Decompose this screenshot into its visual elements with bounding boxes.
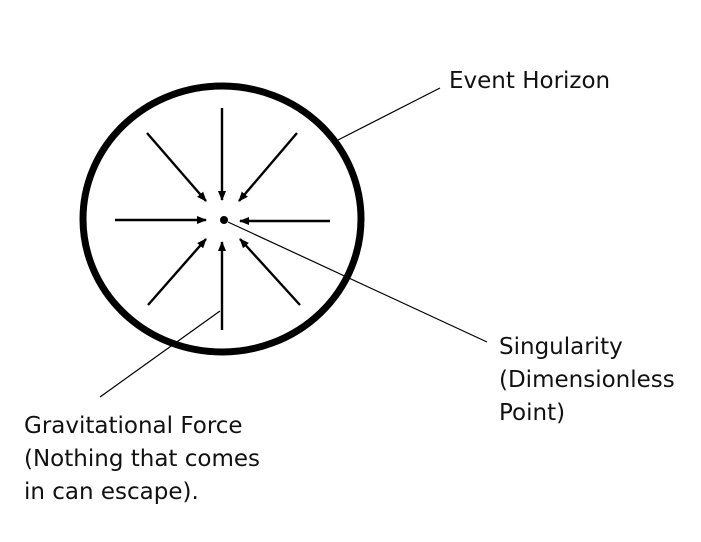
gravitational-force-label-line-2: (Nothing that comes [24, 446, 260, 472]
event-horizon-label: Event Horizon [449, 65, 610, 98]
arrow-from-bottom-right [239, 238, 301, 306]
singularity-label-line-1: Singularity [499, 334, 623, 360]
singularity-point [220, 216, 228, 224]
singularity-label: Singularity (Dimensionless Point) [499, 331, 675, 430]
singularity-label-line-2: (Dimensionless [499, 367, 675, 393]
singularity-label-line-3: Point) [499, 400, 566, 426]
arrow-from-top-left [146, 132, 207, 202]
gravitational-force-leader-line [99, 310, 221, 398]
arrow-from-bottom-left [147, 238, 207, 306]
event-horizon-leader-line [337, 87, 441, 141]
gravitational-force-label-line-3: in can escape). [24, 479, 199, 505]
gravitational-force-label: Gravitational Force (Nothing that comes … [24, 410, 260, 509]
arrow-from-top-right [238, 132, 298, 202]
singularity-leader-line [227, 221, 488, 343]
event-horizon-circle [79, 82, 365, 356]
event-horizon-label-text: Event Horizon [449, 68, 611, 94]
gravitational-force-label-line-1: Gravitational Force [24, 413, 243, 439]
gravitational-force-arrows [115, 108, 330, 330]
